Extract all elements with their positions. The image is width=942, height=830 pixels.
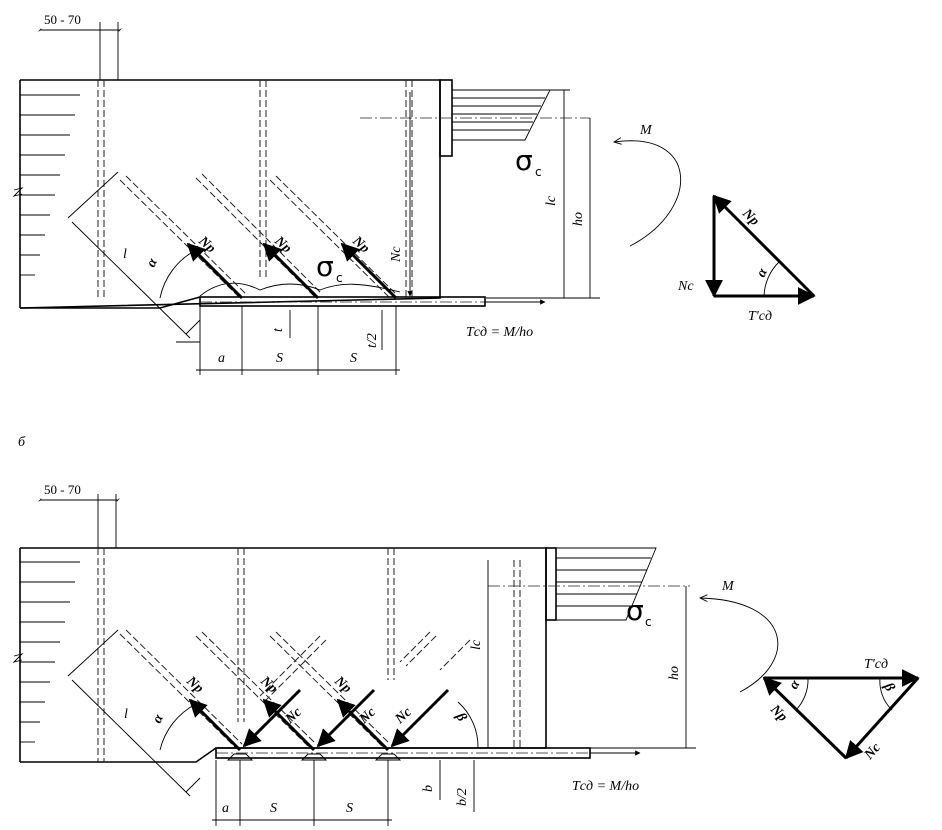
top-s-dim-1: S: [276, 351, 283, 366]
bottom-tri-np-side: [762, 676, 848, 760]
top-shear-label: Tсд = M/ho: [466, 325, 533, 340]
bottom-shear-label: Tсд = M/ho: [572, 779, 639, 794]
top-alpha-label: α: [144, 256, 161, 270]
bottom-s-dim-1: S: [270, 801, 277, 816]
bottom-s-dim-2: S: [346, 801, 353, 816]
bottom-tri-nc-side: [844, 676, 920, 760]
top-l-label: l: [123, 247, 127, 262]
bottom-h0-label: ho: [667, 666, 682, 680]
top-sigma-right: σ: [515, 144, 533, 177]
top-sigma-right-sub: c: [535, 165, 542, 179]
bottom-b-half-dim: b/2: [455, 788, 470, 806]
bottom-np-arrow-3: [336, 698, 390, 752]
top-l-dim: [71, 221, 191, 339]
bottom-np-arrow-2: [262, 698, 316, 752]
top-tri-alpha-arc: [763, 261, 780, 297]
top-inclined-bars: [119, 173, 397, 299]
top-sigma-mid: σ: [316, 250, 334, 283]
bottom-welds: [226, 753, 402, 761]
top-np-arrows: Np Np Np: [186, 233, 398, 300]
bottom-tri-alpha-label: α: [786, 678, 803, 692]
bottom-force-triangle: α β T'сд Np Nc: [762, 657, 920, 763]
top-concrete-body: [19, 79, 441, 309]
top-force-triangle: Np Nc T'сд α: [677, 194, 816, 324]
top-tri-nc-label: Nc: [677, 279, 694, 294]
bottom-beta-arc: [457, 701, 479, 749]
top-tri-np-side: [712, 194, 816, 298]
bottom-moment-arrow: [700, 598, 779, 693]
top-diagram: 50 - 70 σ: [12, 12, 816, 375]
bottom-nc-arrow-2: [316, 688, 376, 748]
top-break-mark: [12, 187, 24, 197]
bottom-hatch: [20, 561, 80, 743]
top-stress-hatch: [452, 97, 545, 131]
top-steel-strip: [199, 296, 486, 307]
top-stress-diagram: [452, 89, 551, 141]
bottom-np-arrow-1: [188, 698, 242, 752]
top-bottom-dims: a S S t t/2: [176, 306, 400, 375]
top-tri-t-label: T'сд: [748, 309, 772, 324]
bottom-stress-diagram: [556, 547, 657, 621]
bottom-nc-arrow-1: [242, 688, 302, 748]
bottom-tri-nc-label: Nc: [861, 740, 884, 763]
top-np-arrow-2: [262, 242, 320, 300]
bottom-tri-np-label: Np: [766, 702, 789, 725]
bottom-sigma-right: σ: [626, 594, 644, 627]
bottom-break-mark: [12, 653, 24, 663]
bottom-end-plate: [545, 547, 557, 621]
bottom-alpha-label: α: [150, 712, 167, 726]
bottom-np-label-3: Np: [331, 673, 355, 696]
bottom-nc-arrow-3: [390, 688, 450, 748]
bottom-beta-label: β: [452, 710, 469, 725]
bottom-lc-label: lc: [469, 639, 484, 650]
top-t-dim: t: [271, 327, 286, 332]
bottom-dim-50-70-text: 50 - 70: [44, 482, 81, 497]
bottom-diagram: 50 - 70 σ c: [12, 482, 920, 826]
top-moment-arrow: [614, 141, 681, 247]
label-b: б: [18, 435, 26, 450]
bottom-moment-label: M: [721, 579, 735, 594]
top-h0-label: ho: [571, 212, 586, 226]
top-hatch: [20, 94, 80, 276]
top-nc-label: Nc: [389, 246, 404, 263]
bottom-alpha-arc: [159, 703, 197, 751]
bottom-dim-50-70: 50 - 70: [38, 482, 120, 548]
bottom-tri-beta-arc: [879, 677, 893, 711]
bottom-b-dim: b: [421, 785, 436, 792]
bottom-right-dims: lc ho: [469, 560, 696, 749]
bottom-l-dim: [71, 679, 191, 797]
bottom-concrete-body: [20, 547, 547, 763]
bottom-tri-beta-label: β: [880, 680, 897, 695]
bottom-stress-hatch: [556, 557, 651, 607]
top-np-arrow-3: [340, 242, 398, 300]
bottom-bottom-dims: a S S b b/2: [212, 760, 475, 826]
bottom-tri-alpha-arc: [795, 677, 809, 711]
top-np-arrow-1: [186, 242, 244, 300]
top-sigma-mid-sub: c: [336, 271, 343, 285]
bottom-sigma-right-sub: c: [645, 615, 652, 629]
bottom-np-label-2: Np: [257, 673, 281, 696]
top-t-half-dim: t/2: [365, 333, 380, 348]
top-lc-label: lc: [544, 195, 559, 206]
bottom-inclined-bars: [119, 629, 471, 749]
top-s-dim-2: S: [350, 351, 357, 366]
top-a-dim: a: [218, 351, 225, 366]
top-dim-50-70: 50 - 70: [38, 12, 122, 80]
bottom-vertical-bars: [97, 548, 521, 762]
bottom-l-label: l: [124, 707, 128, 722]
top-alpha-arc: [159, 249, 197, 299]
bottom-tri-t-label: T'сд: [864, 657, 888, 672]
top-stress-wave: [199, 282, 401, 297]
bottom-a-dim: a: [222, 801, 229, 816]
top-dim-50-70-text: 50 - 70: [44, 12, 81, 27]
top-right-dims: lc ho: [452, 89, 600, 299]
bottom-np-label-1: Np: [183, 673, 207, 696]
top-moment-label: M: [639, 123, 653, 138]
bottom-nc-arrows: Nc Nc Nc: [242, 688, 450, 748]
top-tri-alpha-label: α: [754, 266, 771, 280]
